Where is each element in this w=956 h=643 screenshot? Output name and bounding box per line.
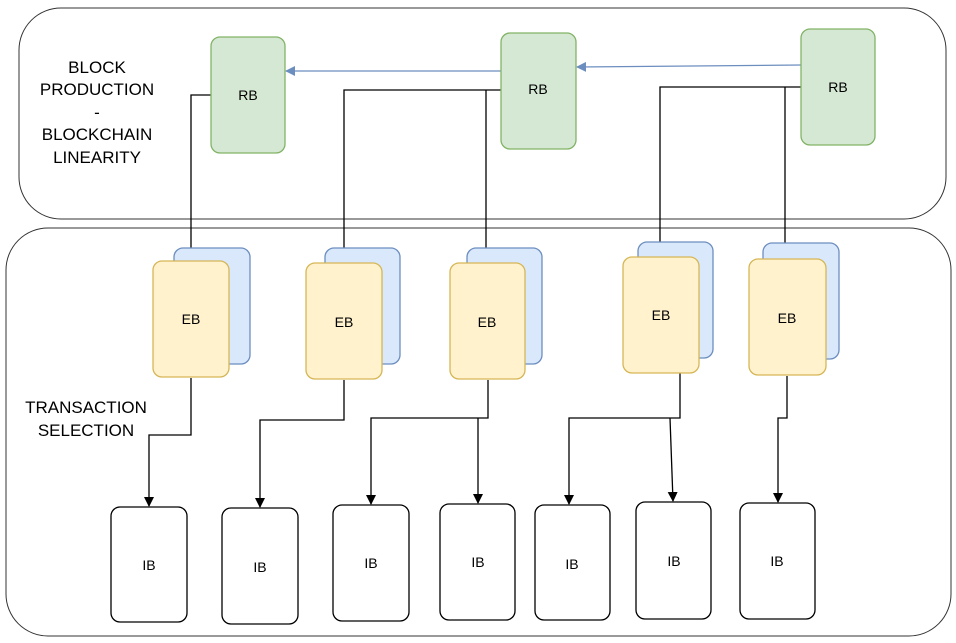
svg-text:RB: RB — [528, 81, 547, 97]
eb-ib-connector — [564, 373, 681, 505]
svg-text:EB: EB — [335, 314, 354, 330]
ib-block: IB — [332, 504, 410, 622]
rb-block: RB — [500, 32, 577, 150]
ib-block: IB — [635, 501, 712, 620]
svg-text:RB: RB — [238, 87, 257, 103]
svg-text:IB: IB — [565, 556, 578, 572]
ib-block: IB — [439, 503, 516, 621]
transaction-selection-panel — [5, 227, 952, 637]
eb-ib-connector — [144, 378, 192, 507]
svg-text:EB: EB — [478, 314, 497, 330]
rb-eb-connector — [655, 86, 801, 259]
svg-text:BLOCKCHAIN: BLOCKCHAIN — [42, 125, 153, 144]
ib-block: IB — [739, 502, 816, 620]
eb-ib-connector — [773, 376, 788, 503]
block-production-panel — [18, 7, 947, 220]
eb-block: EB — [305, 247, 401, 380]
rb-link — [576, 61, 802, 72]
svg-text:BLOCK: BLOCK — [68, 58, 126, 77]
eb-block: EB — [622, 241, 714, 374]
eb-block: EB — [152, 247, 251, 378]
svg-text:EB: EB — [652, 307, 671, 323]
eb-ib-connector — [366, 380, 489, 505]
svg-text:TRANSACTION: TRANSACTION — [25, 398, 147, 417]
ib-block: IB — [534, 504, 611, 621]
svg-text:IB: IB — [142, 557, 155, 573]
rb-block: RB — [800, 28, 876, 146]
svg-text:IB: IB — [770, 553, 783, 569]
ib-block: IB — [110, 506, 188, 623]
svg-text:IB: IB — [471, 554, 484, 570]
svg-text:IB: IB — [253, 559, 266, 575]
svg-text:SELECTION: SELECTION — [38, 421, 134, 440]
rb-block: RB — [210, 36, 286, 154]
eb-block: EB — [748, 242, 840, 376]
svg-text:PRODUCTION: PRODUCTION — [40, 80, 154, 99]
svg-text:RB: RB — [828, 79, 847, 95]
ib-block: IB — [221, 507, 299, 625]
transaction-selection-label: TRANSACTION SELECTION — [25, 398, 147, 440]
rb-eb-connector — [339, 89, 501, 265]
svg-text:IB: IB — [364, 555, 377, 571]
svg-text:LINEARITY: LINEARITY — [53, 148, 141, 167]
eb-ib-connector — [667, 417, 678, 502]
block-production-label: BLOCK PRODUCTION - BLOCKCHAIN LINEARITY — [40, 58, 154, 167]
eb-ib-connector — [255, 380, 345, 508]
eb-block: EB — [449, 247, 543, 380]
svg-text:EB: EB — [778, 310, 797, 326]
svg-text:-: - — [94, 103, 100, 122]
svg-text:EB: EB — [182, 311, 201, 327]
rb-eb-connector — [186, 94, 211, 260]
svg-text:IB: IB — [667, 553, 680, 569]
